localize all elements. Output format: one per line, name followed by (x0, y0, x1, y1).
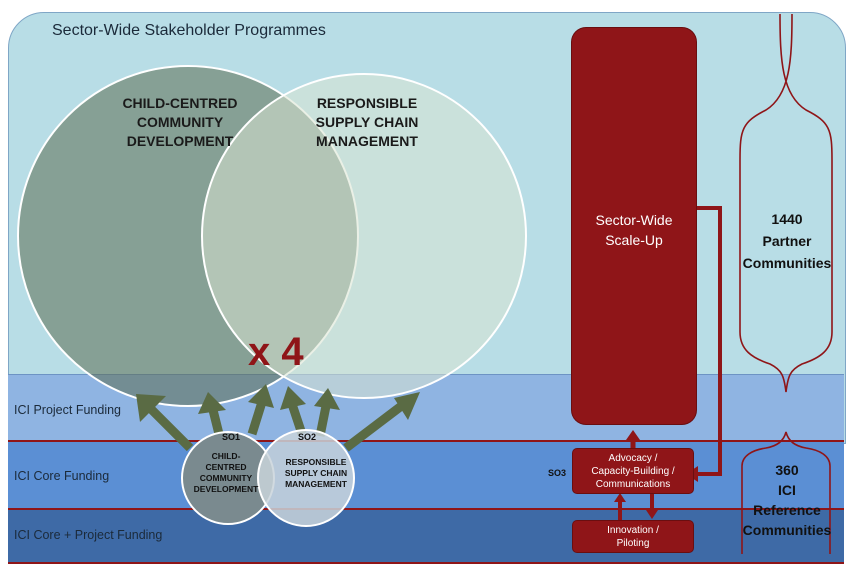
upward-arrows (136, 384, 420, 452)
large-venn-left-label: CHILD-CENTRED COMMUNITY DEVELOPMENT (122, 95, 238, 149)
band-core-plus-project (8, 508, 844, 564)
advocacy-up-arrowhead (626, 430, 640, 440)
innovation-down-arrowhead (646, 510, 658, 519)
small-venn-right-label: RESPONSIBLE SUPPLY CHAIN MANAGEMENT (284, 457, 348, 489)
band-label-core: ICI Core Funding (14, 469, 110, 483)
sector-wide-scaleup-box: Sector-Wide Scale-Up (572, 28, 696, 424)
small-venn-left-label: CHILD- CENTRED COMMUNITY DEVELOPMENT (193, 451, 259, 494)
reference-brace (741, 431, 831, 554)
innovation-line1: Innovation / (607, 525, 659, 536)
scaleup-line2: Scale-Up (605, 232, 663, 248)
scaleup-connector-line (694, 206, 722, 476)
so3-label: SO3 (548, 468, 567, 478)
partner-communities-label: 1440 Partner Communities (742, 211, 832, 271)
reference-communities-label: 360 ICI Reference Communities (742, 462, 832, 538)
innovation-up-arrowhead (614, 493, 626, 502)
partner-brace (739, 13, 833, 393)
advocacy-line3: Communications (595, 479, 671, 490)
innovation-box: Innovation / Piloting (573, 521, 693, 552)
advocacy-line2: Capacity-Building / (591, 466, 675, 477)
band-label-core-project: ICI Core + Project Funding (14, 528, 163, 542)
so1-label: SO1 (222, 432, 241, 442)
page-title: Sector-Wide Stakeholder Programmes (52, 22, 326, 39)
small-venn-right-circle (257, 429, 355, 527)
advocacy-line1: Advocacy / (608, 453, 658, 464)
advocacy-box: Advocacy / Capacity-Building / Communica… (573, 449, 693, 493)
so2-label: SO2 (298, 432, 317, 442)
large-venn-right-circle (201, 73, 527, 399)
large-venn-right-label: RESPONSIBLE SUPPLY CHAIN MANAGEMENT (315, 95, 419, 149)
scaleup-line1: Sector-Wide (595, 212, 673, 228)
multiplier-label: x 4 (248, 330, 304, 374)
band-label-project: ICI Project Funding (14, 403, 121, 417)
innovation-line2: Piloting (616, 538, 650, 549)
